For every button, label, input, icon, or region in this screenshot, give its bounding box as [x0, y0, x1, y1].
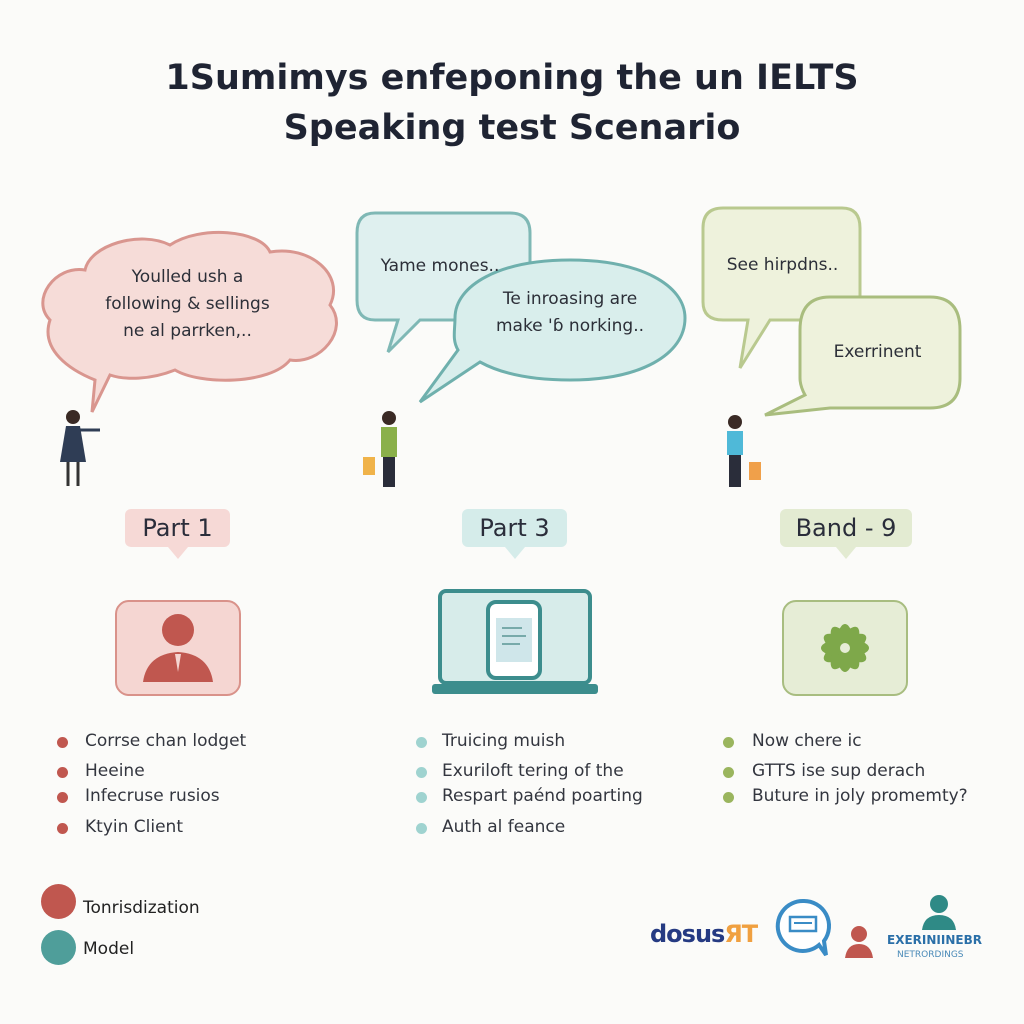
list-item: Infecruse rusios — [85, 786, 220, 806]
list-item: Now chere ic — [752, 731, 862, 751]
list-item: Ktyin Client — [85, 817, 183, 837]
middle-front-bubble-text-1: Te inroasing are — [502, 289, 638, 309]
middle-front-bubble — [418, 258, 687, 404]
laptop-phone-icon — [432, 589, 598, 694]
list-item: Auth al feance — [442, 817, 566, 837]
list-item: Truicing muish — [442, 731, 566, 751]
middle-front-bubble-text-2: make 'ɓ norking.. — [495, 316, 645, 336]
list-item: Buture in joly promemty? — [752, 786, 968, 806]
person-figure-icon — [727, 415, 761, 487]
legend-label: Tonrisdization — [83, 898, 200, 918]
list-item: Exuriloft tering of the — [442, 761, 624, 781]
section-label-part-1: Part 1 — [125, 509, 230, 559]
section-label-part-3: Part 3 — [462, 509, 567, 559]
left-bubble-text-3: ne al parrken,.. — [123, 321, 252, 341]
left-cloud-bubble — [41, 230, 338, 413]
person-red-icon — [845, 926, 873, 958]
bullet-dot — [723, 767, 734, 778]
person-teal-icon — [922, 895, 956, 930]
bullet-dot — [416, 767, 427, 778]
woman-figure-icon — [60, 410, 100, 486]
bullet-dot — [57, 767, 68, 778]
section-label-band-9: Band - 9 — [780, 509, 912, 559]
list-item: Heeine — [85, 761, 145, 781]
right-back-bubble — [701, 206, 862, 369]
legend-swatch-red — [41, 884, 76, 919]
speech-bubbles — [41, 206, 962, 487]
brand-logo-dosus: dosusЯT — [650, 920, 758, 948]
person-icon — [115, 600, 241, 696]
left-bubble-text-2: following & sellings — [105, 294, 270, 314]
bullet-dot — [416, 792, 427, 803]
legend-swatch-teal — [41, 930, 76, 965]
title-line-2: Speaking test Scenario — [283, 108, 741, 148]
brand-logo-line-2: NETRORDINGS — [897, 950, 964, 960]
right-front-bubble-text: Exerrinent — [833, 342, 922, 362]
list-item: Corrse chan lodget — [85, 731, 247, 751]
brand-logo-suffix: ЯT — [724, 920, 758, 948]
bullet-dot — [57, 823, 68, 834]
man-figure-icon — [363, 411, 397, 487]
chat-computer-icon — [775, 898, 832, 957]
left-bubble-text-1: Youlled ush a — [131, 267, 244, 287]
bullet-dot — [416, 823, 427, 834]
middle-back-bubble-text: Yame mones.. — [380, 256, 500, 276]
bullet-dot — [57, 792, 68, 803]
right-back-bubble-text: See hirpdns.. — [726, 255, 839, 275]
flower-icon — [782, 600, 908, 696]
title-line-1: 1Sumimys enfeponing the un IELTS — [165, 58, 859, 98]
bullet-dot — [723, 737, 734, 748]
list-item: GTTS ise sup derach — [752, 761, 926, 781]
brand-logo-main: dosus — [650, 920, 725, 948]
bullet-dot — [416, 737, 427, 748]
bullet-dot — [723, 792, 734, 803]
right-front-bubble — [764, 295, 962, 417]
bullet-dot — [57, 737, 68, 748]
list-item: Respart paénd poarting — [442, 786, 643, 806]
legend-label: Model — [83, 939, 135, 959]
brand-logo-line-1: EXERINIINEBR — [887, 933, 982, 947]
